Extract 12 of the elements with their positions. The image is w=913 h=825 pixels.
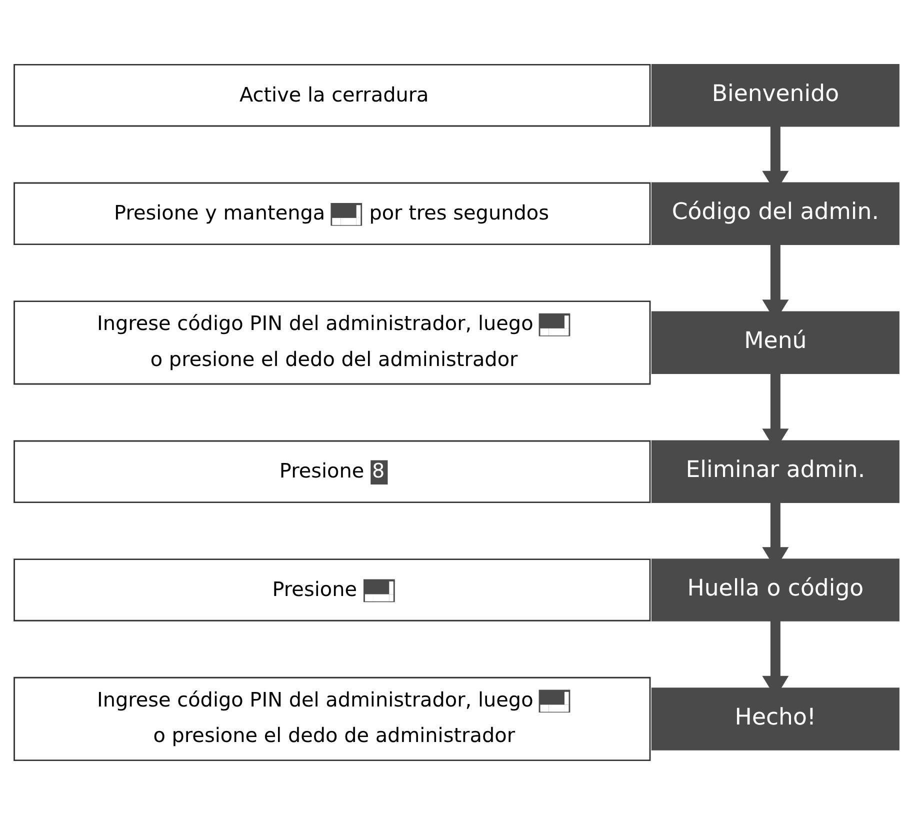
node-box: Ingrese código PIN del administrador, luego o presione el dedo del administrador xyxy=(14,300,651,385)
node-box: Huella o código xyxy=(651,558,900,622)
node-box: Presione xyxy=(14,558,651,622)
node-box: Menú xyxy=(651,311,900,374)
node-box: Código del admin. xyxy=(651,182,900,246)
node-box: Hecho! xyxy=(651,688,900,750)
node-box: Ingrese código PIN del administrador, luego o presione el dedo de administrador xyxy=(14,676,651,762)
node-box: Presione 8 xyxy=(14,440,651,504)
node-box: Presione y mantenga por tres segundos xyxy=(14,182,651,246)
node-box: Active la cerradura xyxy=(14,64,651,127)
node-box: Eliminar admin. xyxy=(651,440,900,504)
node-box: Bienvenido xyxy=(651,64,900,127)
